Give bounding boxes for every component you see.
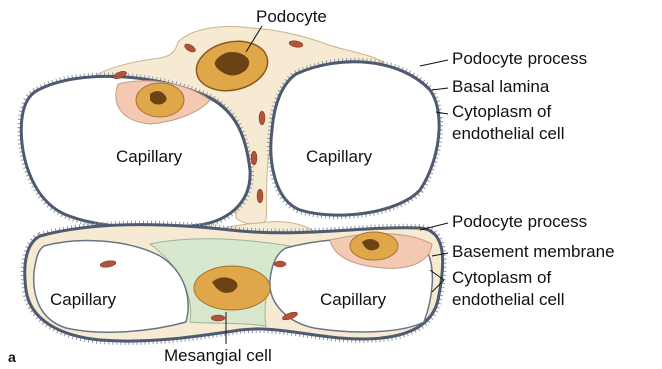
label-cytoplasm-top-1: Cytoplasm of [452,102,551,121]
label-capillary-2: Capillary [306,147,373,166]
label-cytoplasm-top-2: endothelial cell [452,124,564,143]
label-podocyte-process-top: Podocyte process [452,49,587,68]
label-podocyte-process-bottom: Podocyte process [452,212,587,231]
capillary-upper-right [271,62,439,215]
leader-podocyte-process-top [420,60,448,66]
label-cytoplasm-bottom-1: Cytoplasm of [452,268,551,287]
label-basal-lamina: Basal lamina [452,77,550,96]
label-cytoplasm-bottom-2: endothelial cell [452,290,564,309]
basement-membrane [271,62,439,215]
label-capillary-1: Capillary [116,147,183,166]
label-podocyte: Podocyte [256,7,327,26]
mitochondrion [251,151,257,165]
mitochondrion [211,315,225,321]
panel-letter: a [8,349,16,365]
mitochondrion [257,189,263,203]
mitochondrion [274,261,286,267]
mitochondrion [259,111,265,125]
label-basement-membrane: Basement membrane [452,242,615,261]
label-mesangial-cell: Mesangial cell [164,346,272,365]
lower-capillary-complex [25,225,443,341]
leader-basal-lamina [432,88,448,90]
label-capillary-3: Capillary [50,290,117,309]
label-capillary-4: Capillary [320,290,387,309]
